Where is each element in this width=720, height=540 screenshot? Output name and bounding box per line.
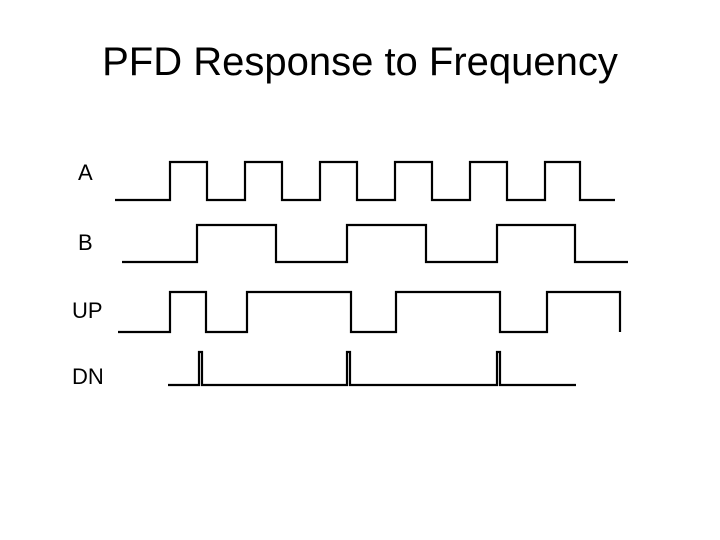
waveform-trace-b xyxy=(122,223,628,264)
waveform-label-dn: DN xyxy=(72,364,104,389)
page-title: PFD Response to Frequency xyxy=(102,40,618,84)
waveform-label-up: UP xyxy=(72,298,103,323)
waveform-trace-up xyxy=(118,290,622,334)
waveform-label-b: B xyxy=(78,230,93,255)
waveform-trace-dn xyxy=(168,350,576,387)
waveform-trace-a xyxy=(115,160,615,202)
waveform-label-a: A xyxy=(78,160,93,185)
